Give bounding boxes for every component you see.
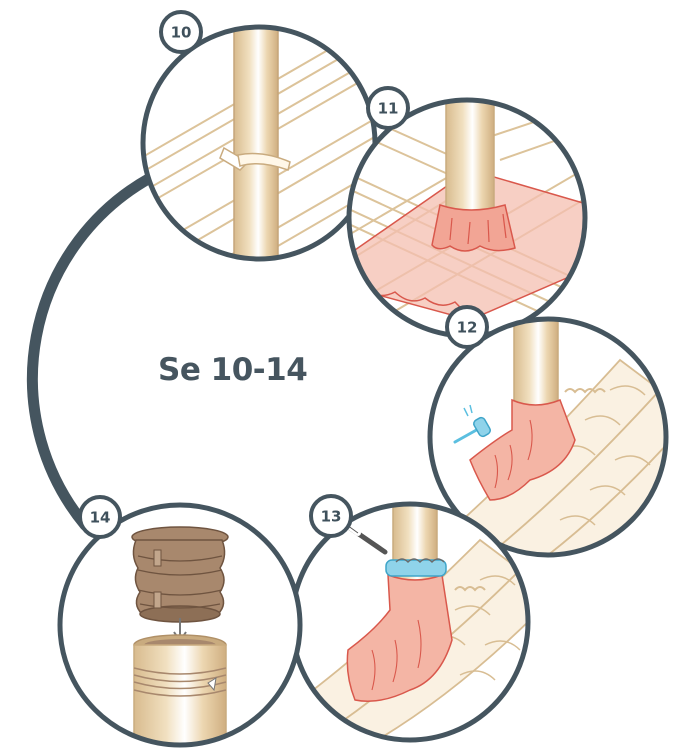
step-14-badge: 14 xyxy=(80,497,120,537)
connecting-arc xyxy=(32,178,150,525)
step-12-badge: 12 xyxy=(447,307,487,347)
step-13-number: 13 xyxy=(321,508,342,526)
step-11-badge: 11 xyxy=(368,88,408,128)
see-steps-title: Se 10-14 xyxy=(158,352,307,388)
step-11-panel: 11 xyxy=(340,88,600,340)
step-13-badge: 13 xyxy=(311,496,351,536)
step-12-number: 12 xyxy=(457,319,478,337)
step-10-number: 10 xyxy=(171,24,192,42)
step-10-badge: 10 xyxy=(161,12,201,52)
step-14-panel: 14 xyxy=(60,497,300,749)
step-11-number: 11 xyxy=(378,100,399,118)
step-14-number: 14 xyxy=(90,509,111,527)
